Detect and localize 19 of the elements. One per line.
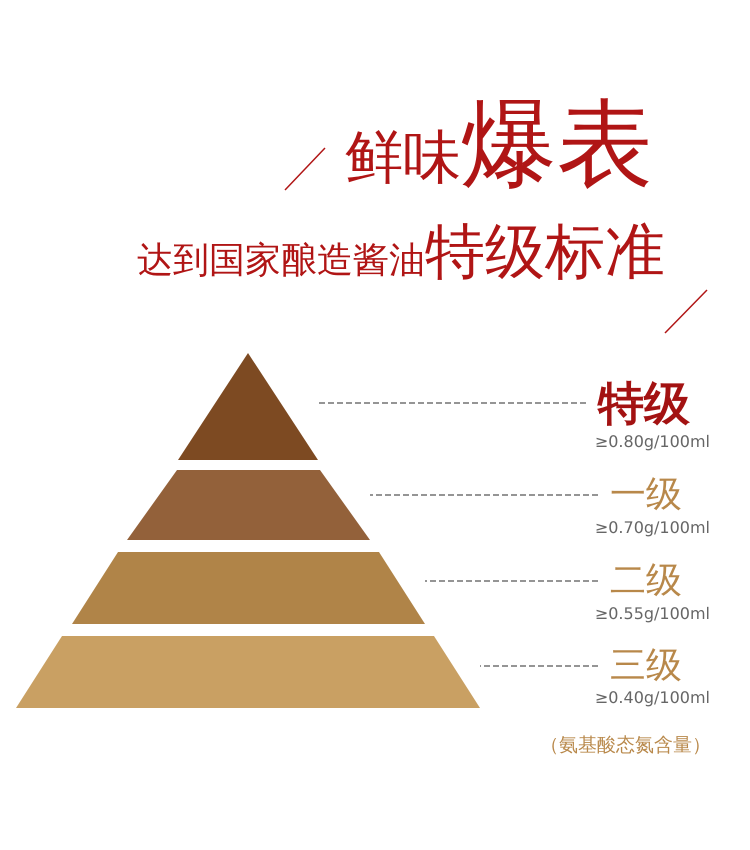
leader-line [425, 580, 598, 582]
leader-line [480, 665, 598, 667]
leader-line [370, 494, 598, 496]
value-text: ≥0.55g/100ml [594, 606, 710, 622]
pyramid-layer [16, 636, 480, 708]
grade-label: 三级 [598, 648, 682, 684]
pyramid-layer [127, 470, 370, 540]
headline: 鲜味爆表 [345, 96, 653, 192]
grade-label: 一级 [598, 477, 682, 513]
value-text: ≥0.80g/100ml [594, 434, 710, 450]
value-text: ≥0.70g/100ml [594, 520, 710, 536]
subheadline: 达到国家酿造酱油特级标准 [137, 222, 665, 282]
grade-label: 二级 [598, 563, 682, 599]
pyramid-layer [178, 353, 318, 460]
leader-line [318, 402, 586, 404]
pyramid-layer [72, 552, 425, 624]
value-text: ≥0.40g/100ml [594, 690, 710, 706]
note-text: （氨基酸态氮含量） [540, 733, 711, 758]
grade-label: 特级 [586, 380, 690, 426]
